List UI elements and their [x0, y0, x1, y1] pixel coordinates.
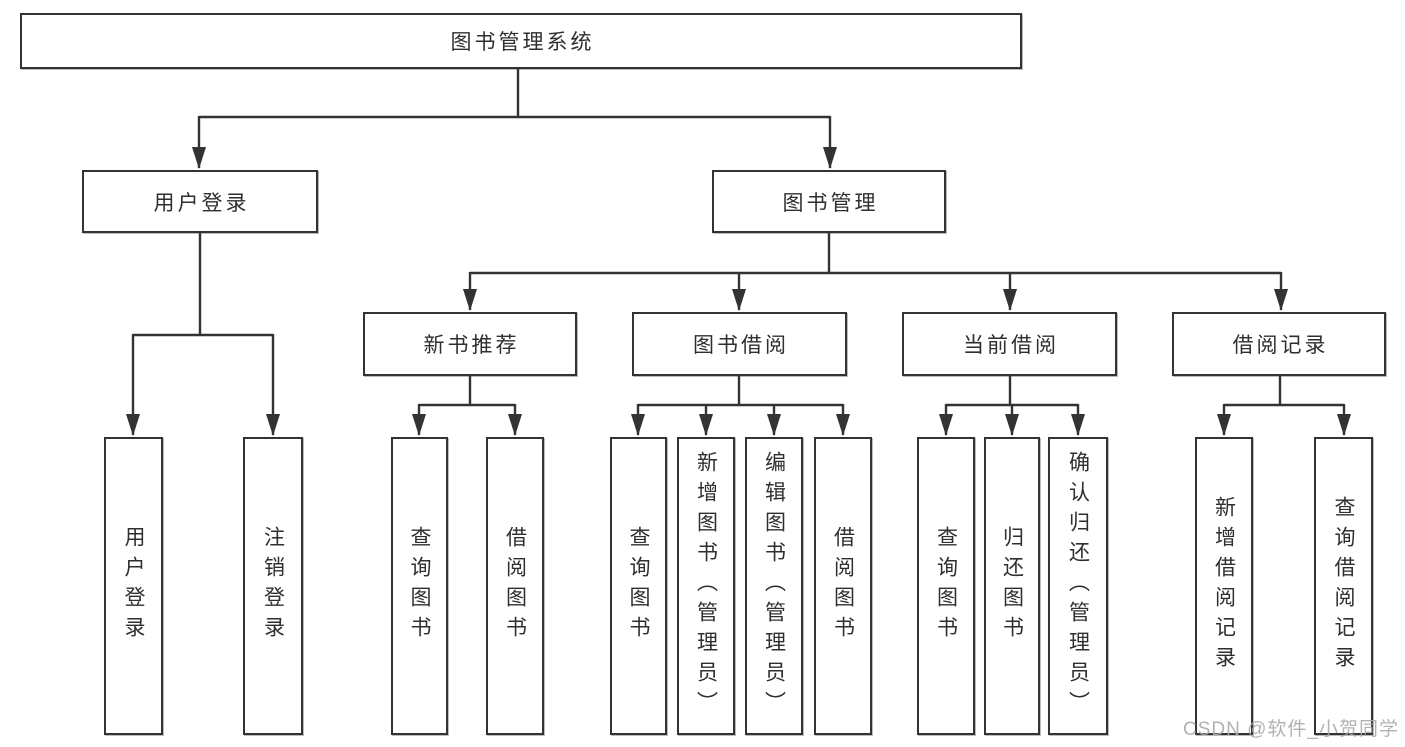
node-label: 查询图书	[934, 526, 958, 646]
node-new-book-recommendation: 新书推荐	[363, 312, 577, 376]
node-label: 归还图书	[1000, 526, 1024, 646]
node-label: 用户登录	[122, 526, 145, 646]
node-borrowing-records: 借阅记录	[1172, 312, 1386, 376]
node-label: 新书推荐	[423, 334, 520, 357]
leaf-add-borrow-record: 新增借阅记录	[1195, 437, 1253, 735]
node-label: 确认归还（管理员）	[1066, 451, 1090, 721]
leaf-query-borrow-record: 查询借阅记录	[1314, 437, 1373, 735]
node-label: 当前借阅	[963, 334, 1059, 357]
node-label: 查询借阅记录	[1332, 496, 1355, 676]
node-label: 注销登录	[261, 526, 285, 646]
node-label: 用户登录	[153, 191, 250, 215]
leaf-query-books-current: 查询图书	[917, 437, 975, 735]
node-library-management-system: 图书管理系统	[20, 13, 1022, 69]
node-book-management: 图书管理	[712, 170, 946, 233]
node-label: 图书借阅	[693, 334, 789, 357]
leaf-confirm-return-admin: 确认归还（管理员）	[1048, 437, 1108, 735]
leaf-query-books-recommend: 查询图书	[391, 437, 448, 735]
node-label: 借阅图书	[503, 526, 527, 646]
csdn-watermark: CSDN @软件_小贺同学	[1183, 719, 1399, 740]
leaf-user-login: 用户登录	[104, 437, 163, 735]
leaf-edit-books-admin: 编辑图书（管理员）	[745, 437, 803, 735]
leaf-borrow-books-recommend: 借阅图书	[486, 437, 544, 735]
leaf-borrow-books: 借阅图书	[814, 437, 872, 735]
node-label: 图书管理系统	[450, 31, 595, 54]
node-label: 新增图书（管理员）	[694, 451, 718, 721]
leaf-return-books: 归还图书	[984, 437, 1040, 735]
leaf-logout: 注销登录	[243, 437, 303, 735]
node-label: 借阅记录	[1232, 334, 1329, 357]
leaf-add-books-admin: 新增图书（管理员）	[677, 437, 735, 735]
leaf-query-books-borrowing: 查询图书	[610, 437, 667, 735]
node-user-login: 用户登录	[82, 170, 318, 233]
node-label: 新增借阅记录	[1212, 496, 1236, 676]
node-label: 查询图书	[408, 526, 431, 646]
node-label: 借阅图书	[831, 526, 855, 646]
node-label: 编辑图书（管理员）	[762, 451, 786, 721]
node-current-borrowing: 当前借阅	[902, 312, 1117, 376]
node-label: 查询图书	[627, 526, 650, 646]
node-book-borrowing: 图书借阅	[632, 312, 847, 376]
node-label: 图书管理	[782, 191, 879, 215]
